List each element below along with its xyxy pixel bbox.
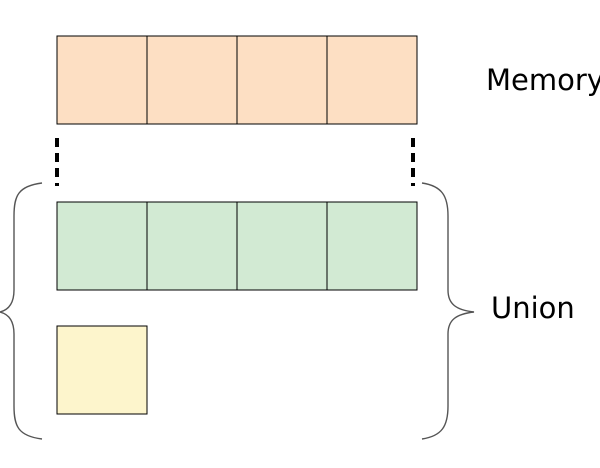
memory-cell xyxy=(326,35,418,125)
small-member-cell xyxy=(56,325,148,415)
alignment-dashes xyxy=(55,138,415,186)
memory-cell xyxy=(236,35,328,125)
memory-label: Memory xyxy=(486,63,600,97)
union-cell xyxy=(326,201,418,291)
union-cell xyxy=(236,201,328,291)
union-cell xyxy=(146,201,238,291)
memory-row xyxy=(56,35,418,125)
small-member-row xyxy=(56,325,148,415)
left-curly-brace xyxy=(0,182,43,440)
memory-cell xyxy=(56,35,148,125)
memory-cell xyxy=(146,35,238,125)
right-curly-brace xyxy=(421,182,475,440)
union-label: Union xyxy=(491,291,575,325)
union-row xyxy=(56,201,418,291)
union-cell xyxy=(56,201,148,291)
